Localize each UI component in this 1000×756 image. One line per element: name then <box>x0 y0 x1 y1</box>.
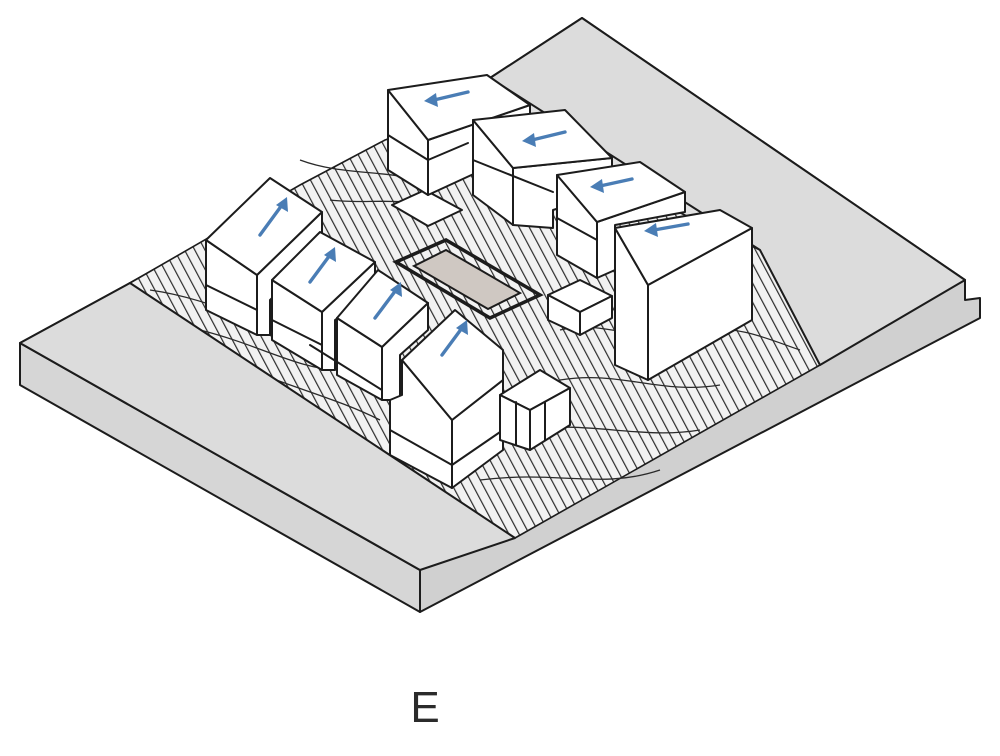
arrow-left-icon <box>590 177 634 193</box>
small-block-front <box>499 369 571 451</box>
arrow-left-icon <box>644 222 690 237</box>
building-left-3 <box>309 269 429 401</box>
plaza-low-block <box>391 189 463 227</box>
figure-caption: E <box>410 683 440 732</box>
left-street <box>19 282 516 571</box>
arrow-up-icon <box>440 320 468 357</box>
building-left-4 <box>389 309 504 489</box>
arrow-left-icon <box>522 130 567 147</box>
central-plaza <box>392 238 544 320</box>
arrow-up-icon <box>308 247 336 284</box>
arrow-up-icon <box>258 197 288 237</box>
building-right-3 <box>556 161 686 279</box>
building-right-4 <box>614 209 753 381</box>
arrow-left-icon <box>424 90 470 107</box>
arrow-up-icon <box>373 282 402 320</box>
small-block-east <box>547 279 613 336</box>
